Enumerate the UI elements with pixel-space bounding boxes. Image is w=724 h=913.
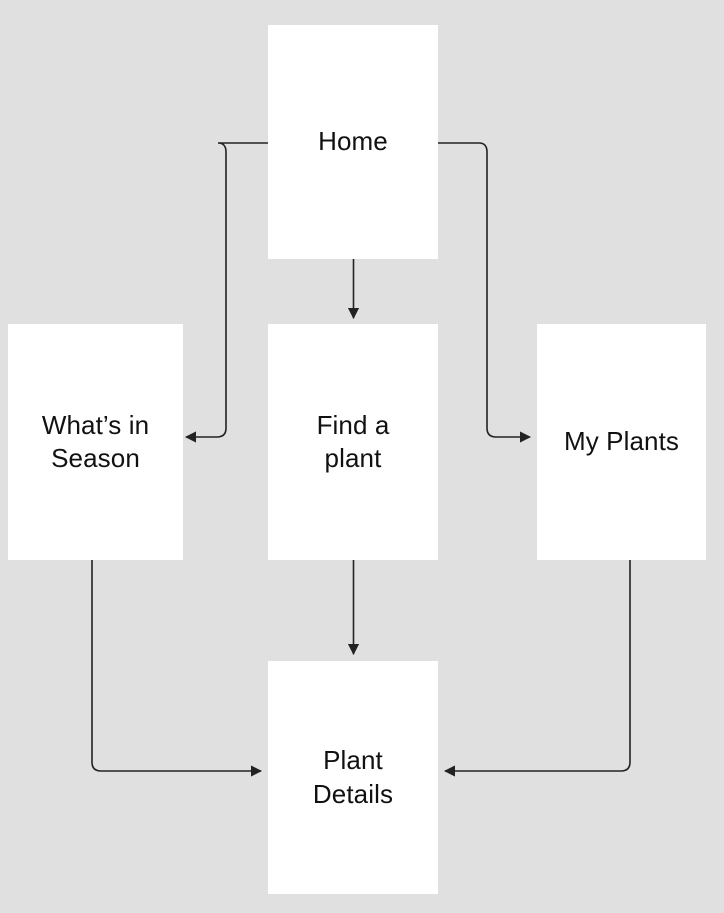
node-plant-details-label: Plant Details (312, 745, 394, 809)
edge-home-to-whats-in-season (184, 142, 268, 443)
node-whats-in-season-label: What’s in Season (41, 409, 150, 473)
node-find-a-plant-label: Find a plant (316, 409, 390, 473)
edge-home-to-my-plants (438, 142, 532, 443)
node-whats-in-season[interactable]: What’s in Season (8, 324, 183, 560)
edge-my-plants-to-plant-details (443, 560, 631, 777)
node-plant-details[interactable]: Plant Details (268, 661, 438, 894)
node-my-plants-label: My Plants (563, 426, 680, 457)
node-find-a-plant[interactable]: Find a plant (268, 324, 438, 560)
node-home[interactable]: Home (268, 25, 438, 259)
node-home-label: Home (318, 126, 388, 157)
edge-whats-in-season-to-plant-details (91, 560, 263, 777)
node-my-plants[interactable]: My Plants (537, 324, 706, 560)
